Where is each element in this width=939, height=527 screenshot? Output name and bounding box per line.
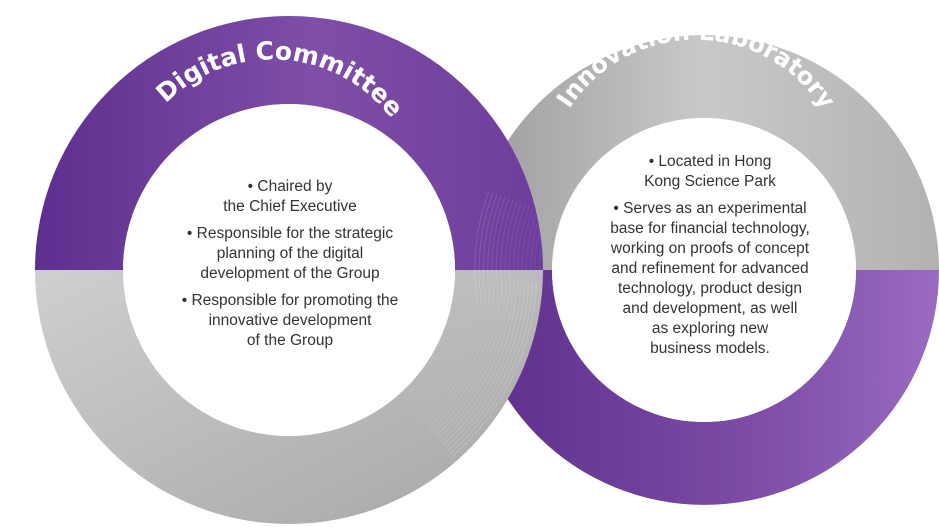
sheen-line — [478, 192, 494, 304]
point-line: of the Group — [246, 332, 334, 349]
sheen-line — [429, 280, 503, 431]
sheen-line — [517, 206, 530, 298]
point-line: • Serves as an experimental — [613, 200, 807, 217]
sheen-line — [491, 197, 506, 302]
sheen-line — [427, 280, 499, 428]
point-line: and refinement for advanced — [611, 260, 809, 277]
left-inner-disc — [123, 104, 455, 436]
sheen-line — [513, 204, 526, 299]
sheen-line — [500, 200, 514, 301]
left-ring-point: • Chaired by the Chief Executive — [140, 177, 440, 217]
point-line: planning of the digital — [216, 245, 364, 262]
sheen-line — [424, 280, 496, 426]
sheen-line — [452, 282, 537, 457]
point-line: business models. — [650, 340, 770, 357]
left-ring-point: • Responsible for the strategic planning … — [140, 224, 440, 284]
sheen-line — [402, 278, 462, 400]
point-line: development of the Group — [200, 265, 380, 282]
sheen-line — [419, 279, 488, 420]
sheen-line — [422, 280, 492, 423]
point-line: Kong Science Park — [644, 173, 776, 190]
left-ring-bottom — [35, 270, 543, 524]
left-ring-points: • Chaired by the Chief Executive • Respons… — [140, 177, 440, 358]
sheen-line — [495, 198, 510, 302]
sheen-line — [439, 281, 518, 443]
point-line: • Located in Hong — [648, 153, 772, 170]
sheen-line — [434, 281, 511, 437]
right-ring-point: • Serves as an experimental base for fina… — [560, 199, 860, 359]
sheen-line — [538, 213, 550, 295]
sheen-line — [447, 281, 530, 451]
sheen-line — [534, 211, 546, 296]
sheen-line — [521, 207, 534, 298]
point-line: and development, as well — [622, 300, 798, 317]
right-ring-bottom — [469, 270, 939, 505]
sheen-line — [437, 281, 515, 440]
sheen-line — [417, 279, 484, 417]
sheen-line — [530, 210, 542, 296]
sheen-line — [543, 214, 554, 295]
sheen-line — [409, 279, 473, 408]
point-line: working on proofs of concept — [610, 240, 810, 257]
sheen-line — [414, 279, 481, 414]
sheen-line — [483, 194, 498, 304]
point-line: technology, product design — [617, 280, 803, 297]
sheen-line — [407, 278, 469, 406]
point-line: as exploring new — [651, 320, 769, 337]
sheen-line — [444, 281, 526, 448]
point-line: • Responsible for promoting the — [181, 292, 399, 309]
sheen-line — [526, 208, 538, 297]
sheen-line — [442, 281, 522, 446]
sheen-line — [449, 282, 534, 454]
right-ring-top — [469, 35, 939, 271]
left-ring-point: • Responsible for promoting the innovativ… — [140, 291, 440, 351]
left-ring-top — [35, 16, 543, 270]
sheen-line — [474, 191, 490, 305]
sheen-line — [508, 203, 522, 300]
sheen-line — [504, 201, 518, 300]
point-line: base for financial technology, — [610, 220, 810, 237]
point-line: • Chaired by — [247, 178, 333, 195]
point-line: • Responsible for the strategic — [186, 225, 394, 242]
right-inner-disc — [552, 118, 856, 422]
sheen-line — [432, 280, 507, 434]
sheen-line — [404, 278, 465, 403]
sheen-line — [547, 216, 558, 294]
point-line: the Chief Executive — [223, 198, 357, 215]
sheen-line — [399, 278, 458, 397]
point-line: innovative development — [208, 312, 372, 329]
sheen-line — [412, 279, 477, 411]
sheen-line — [487, 195, 502, 303]
ribbon-sheen — [399, 191, 558, 457]
